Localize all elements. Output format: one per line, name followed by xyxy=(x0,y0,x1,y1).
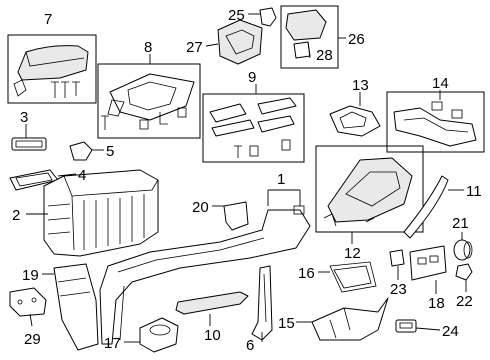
callout-number-4: 4 xyxy=(78,167,86,184)
callout-number-24: 24 xyxy=(442,323,459,340)
callout-number-18: 18 xyxy=(428,295,445,312)
leader-line-27 xyxy=(205,43,219,47)
callout-number-11: 11 xyxy=(466,183,482,200)
callout-number-5: 5 xyxy=(106,143,114,160)
switch-panel-part xyxy=(409,245,447,281)
console-frame-part xyxy=(323,157,413,227)
leader-line-29 xyxy=(29,313,33,327)
callout-number-19: 19 xyxy=(22,267,39,284)
trim-set-part xyxy=(209,97,297,158)
leader-line-4 xyxy=(57,173,77,177)
button-part xyxy=(285,9,327,59)
callout-number-25: 25 xyxy=(228,7,245,24)
callout-number-14: 14 xyxy=(432,75,449,92)
group-frame-26 xyxy=(280,5,339,69)
port-part xyxy=(395,319,417,333)
callout-number-21: 21 xyxy=(452,215,469,232)
floor-bracket-part xyxy=(311,297,389,341)
callout-number-16: 16 xyxy=(298,265,315,282)
console-box-part xyxy=(43,169,159,257)
callout-number-12: 12 xyxy=(344,245,361,262)
leader-line-28 xyxy=(307,41,311,59)
loop-wire-part xyxy=(329,261,377,293)
group-frame-7 xyxy=(7,34,97,104)
callout-number-28: 28 xyxy=(316,47,333,64)
cap-part xyxy=(259,7,277,27)
group-frame-8 xyxy=(97,63,201,139)
shift-panel-part xyxy=(101,73,195,130)
mount-bracket-part xyxy=(9,287,47,317)
callout-number-9: 9 xyxy=(248,69,256,86)
harness-bracket-part xyxy=(393,101,477,147)
armrest-lid-part xyxy=(13,45,89,98)
callout-number-29: 29 xyxy=(24,331,41,348)
support-post-part xyxy=(251,265,273,341)
callout-number-17: 17 xyxy=(104,335,121,352)
curved-strip-part xyxy=(403,175,449,239)
clip-part xyxy=(69,141,93,161)
bracket-part xyxy=(223,201,249,231)
small-knob-part xyxy=(455,263,473,281)
callout-number-15: 15 xyxy=(278,315,295,332)
cup-holder-part xyxy=(139,317,179,353)
knob-part xyxy=(453,239,473,261)
callout-number-22: 22 xyxy=(456,293,473,310)
switch-part xyxy=(389,249,405,267)
callout-number-6: 6 xyxy=(246,337,254,354)
callout-number-23: 23 xyxy=(390,281,407,298)
side-cover-part xyxy=(53,263,99,351)
tray-part xyxy=(11,137,47,151)
callout-number-20: 20 xyxy=(192,199,209,216)
selector-part xyxy=(217,19,263,65)
callout-number-27: 27 xyxy=(186,39,203,56)
callout-number-10: 10 xyxy=(204,327,221,344)
group-frame-14 xyxy=(386,91,485,153)
group-frame-9 xyxy=(202,93,305,163)
trim-strip-part xyxy=(175,291,249,315)
group-frame-12 xyxy=(315,145,424,233)
callout-number-3: 3 xyxy=(20,109,28,126)
callout-number-2: 2 xyxy=(12,207,20,224)
callout-number-13: 13 xyxy=(352,77,369,94)
leader-line-1 xyxy=(267,189,301,206)
callout-number-7: 7 xyxy=(44,11,52,28)
callout-number-8: 8 xyxy=(144,39,152,56)
console-panel-part xyxy=(99,205,311,345)
bracket-13-part xyxy=(329,105,381,137)
callout-number-26: 26 xyxy=(348,31,365,48)
callout-number-1: 1 xyxy=(277,171,285,188)
leader-line-24 xyxy=(415,327,441,331)
